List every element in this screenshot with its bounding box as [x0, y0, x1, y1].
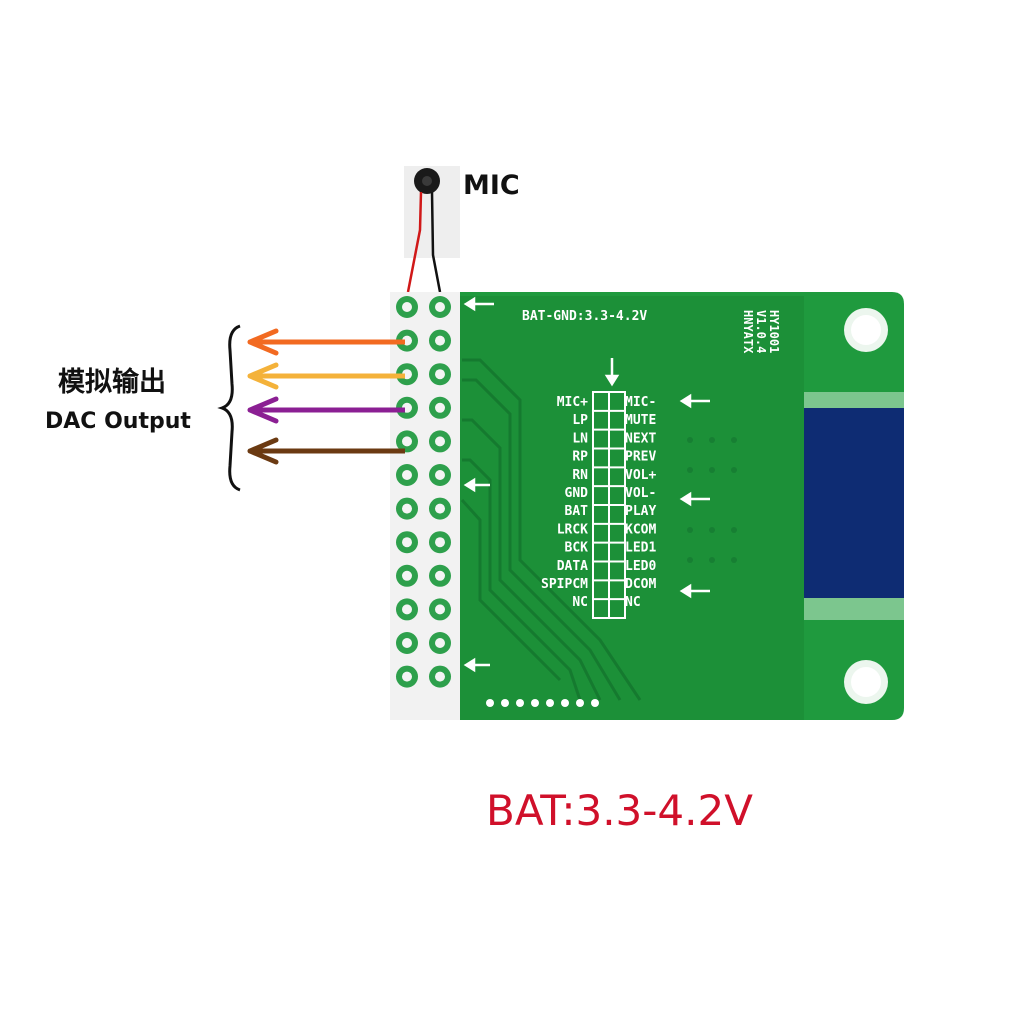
pin-label: LED1 — [625, 541, 656, 556]
header-pin — [396, 598, 418, 621]
pin-label: VOL- — [625, 486, 656, 501]
output-arrow — [247, 362, 405, 390]
pin-label: GND — [565, 486, 589, 501]
pcb-arrows — [463, 296, 710, 673]
battery-voltage-caption: BAT:3.3-4.2V — [486, 786, 753, 835]
analog-output-label: 模拟输出 — [58, 367, 166, 398]
pcb-board — [390, 292, 904, 720]
header-pin — [429, 296, 451, 318]
header-pin — [429, 598, 451, 621]
pin-label: SPIPCM — [541, 577, 588, 592]
pin-label: LP — [572, 413, 588, 428]
header-pin — [429, 464, 451, 486]
pin-label: RN — [572, 468, 588, 483]
pin-label: BCK — [565, 541, 589, 556]
dac-output-label: DAC Output — [45, 409, 191, 434]
pin-label: RP — [572, 450, 588, 465]
microphone — [404, 166, 460, 293]
header-pin — [429, 329, 451, 352]
pin-label: LRCK — [557, 522, 588, 537]
header-pin — [396, 296, 418, 318]
curly-brace — [217, 324, 241, 492]
output-arrow — [247, 396, 405, 424]
svg-text:HY1001: HY1001 — [767, 310, 781, 353]
header-pin — [396, 564, 418, 587]
pin-label: NC — [625, 595, 641, 610]
output-arrows — [247, 328, 405, 465]
board-header-text: BAT-GND:3.3-4.2V — [522, 309, 647, 324]
pin-label: LED0 — [625, 559, 656, 574]
output-arrow — [247, 437, 405, 465]
pin-label: NC — [572, 595, 588, 610]
center-connector — [592, 391, 626, 619]
pin-label: PREV — [625, 450, 656, 465]
header-pin — [396, 430, 418, 453]
bottom-pads — [486, 699, 599, 707]
pin-header — [396, 296, 451, 688]
header-pin — [429, 564, 451, 587]
svg-text:V1.0.4: V1.0.4 — [754, 310, 768, 353]
header-pin — [429, 396, 451, 419]
pin-label: MIC+ — [557, 395, 588, 410]
left-pin-labels: MIC+ LP LN RP RN GND BAT LRCK BCK DATA SPIPCM NC — [541, 395, 588, 610]
header-pin — [429, 665, 451, 688]
header-pin — [429, 430, 451, 453]
pin-label: VOL+ — [625, 468, 656, 483]
pin-label: MIC- — [625, 395, 656, 410]
header-pin — [396, 531, 418, 554]
svg-text:HNYATX: HNYATX — [741, 310, 755, 354]
pin-label: PLAY — [625, 504, 656, 519]
pin-label: MUTE — [625, 413, 656, 428]
pin-label: BAT — [565, 504, 589, 519]
header-pin — [429, 497, 451, 520]
header-pin — [429, 531, 451, 554]
header-pin — [396, 464, 418, 486]
board-version: HY1001 V1.0.4 HNYATX — [741, 310, 781, 354]
pin-label: LN — [572, 431, 588, 446]
header-pin — [429, 632, 451, 654]
output-arrow — [247, 328, 405, 356]
pin-label: NEXT — [625, 431, 656, 446]
header-pin — [396, 632, 418, 654]
right-pin-labels: MIC- MUTE NEXT PREV VOL+ VOL- PLAY KCOM LED1LED0… — [625, 395, 656, 610]
header-pin — [396, 665, 418, 688]
pin-label: DCOM — [625, 577, 656, 592]
pin-label: KCOM — [625, 522, 656, 537]
header-pin — [396, 497, 418, 520]
mic-label: MIC — [463, 170, 520, 201]
header-pin — [429, 363, 451, 386]
pin-label: DATA — [557, 559, 588, 574]
